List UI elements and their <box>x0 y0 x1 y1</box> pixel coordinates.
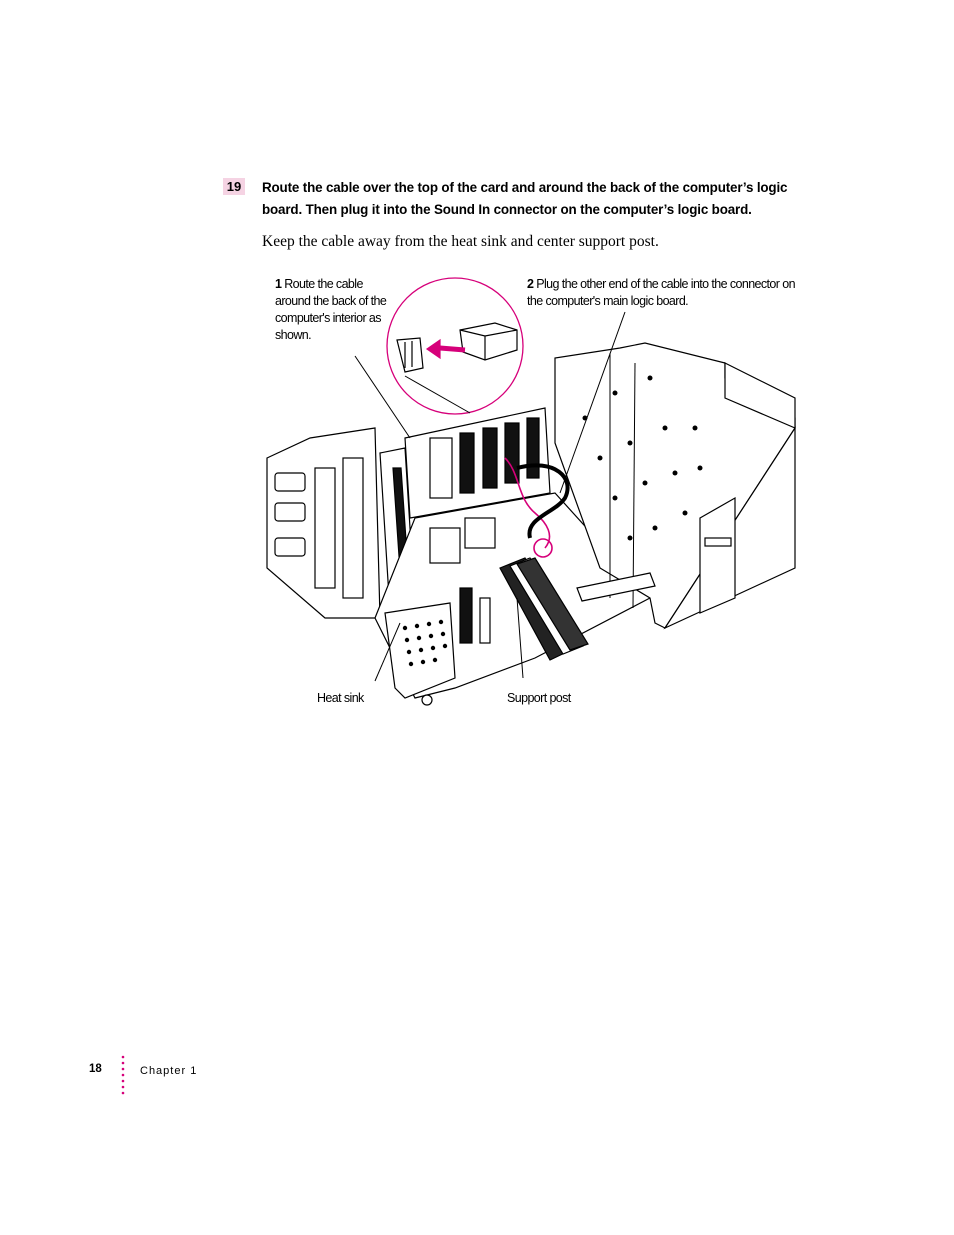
sound-cable <box>504 457 553 558</box>
body-note: Keep the cable away from the heat sink a… <box>262 233 659 250</box>
callout-plug-cable: 2 Plug the other end of the cable into t… <box>527 276 797 310</box>
rear-panel <box>266 427 381 619</box>
callout-plug-cable-number: 2 <box>527 277 534 291</box>
computer-interior-illustration: 1 Route the cable around the back of the… <box>255 268 815 728</box>
step-number: 19 <box>223 178 245 195</box>
footer-dot-rule <box>121 1055 125 1095</box>
page-number: 18 <box>89 1063 102 1075</box>
callout-route-cable-number: 1 <box>275 277 282 291</box>
label-support-post: Support post <box>507 691 571 705</box>
chapter-label: Chapter 1 <box>140 1065 198 1077</box>
callout-route-cable-text: Route the cable around the back of the c… <box>275 277 387 342</box>
drive-cage-panel <box>554 342 796 630</box>
leader-lines <box>354 311 626 682</box>
connector-detail-inset <box>386 277 524 415</box>
callout-route-cable: 1 Route the cable around the back of the… <box>275 276 395 344</box>
callout-plug-cable-text: Plug the other end of the cable into the… <box>527 277 796 308</box>
label-heat-sink: Heat sink <box>317 691 364 705</box>
step-instruction: Route the cable over the top of the card… <box>262 180 788 217</box>
sound-cable-dark <box>516 463 570 539</box>
support-post <box>576 572 656 602</box>
heat-sink <box>384 602 456 706</box>
